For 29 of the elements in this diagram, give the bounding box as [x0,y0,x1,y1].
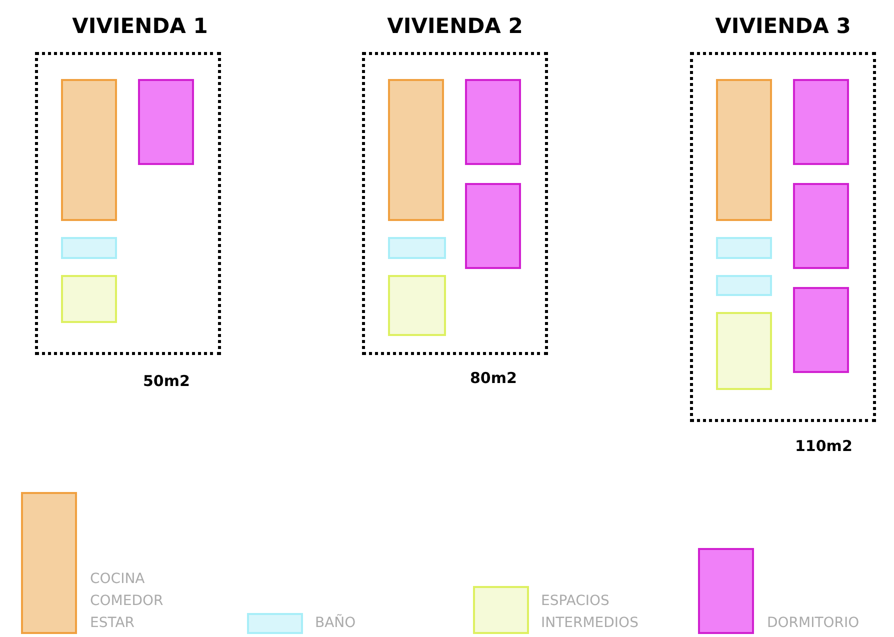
legend-label: ESPACIOS INTERMEDIOS [541,592,640,633]
dwelling-title: VIVIENDA 3 [715,14,851,38]
dwelling-outline [690,52,876,422]
room-block [138,79,194,165]
room-block [388,275,446,336]
room-block [388,79,444,221]
legend-label: COCINA COMEDOR ESTAR [90,570,164,633]
room-block [793,183,849,269]
dwelling-title: VIVIENDA 2 [387,14,523,38]
area-label: 110m2 [795,437,852,455]
room-block [61,275,117,323]
room-block [793,287,849,373]
legend-label: DORMITORIO [767,614,860,633]
area-label: 50m2 [143,372,190,390]
room-block [716,275,772,296]
room-block [793,79,849,165]
dwelling-outline [35,52,221,355]
room-block [716,79,772,221]
room-block [716,312,772,390]
dwelling-title: VIVIENDA 1 [72,14,208,38]
room-block [465,183,521,269]
dwelling-outline [362,52,548,355]
room-block [716,237,772,259]
room-block [388,237,446,259]
area-label: 80m2 [470,369,517,387]
legend-label: BAÑO [315,613,357,633]
room-block [465,79,521,165]
room-block [61,237,117,259]
room-block [61,79,117,221]
